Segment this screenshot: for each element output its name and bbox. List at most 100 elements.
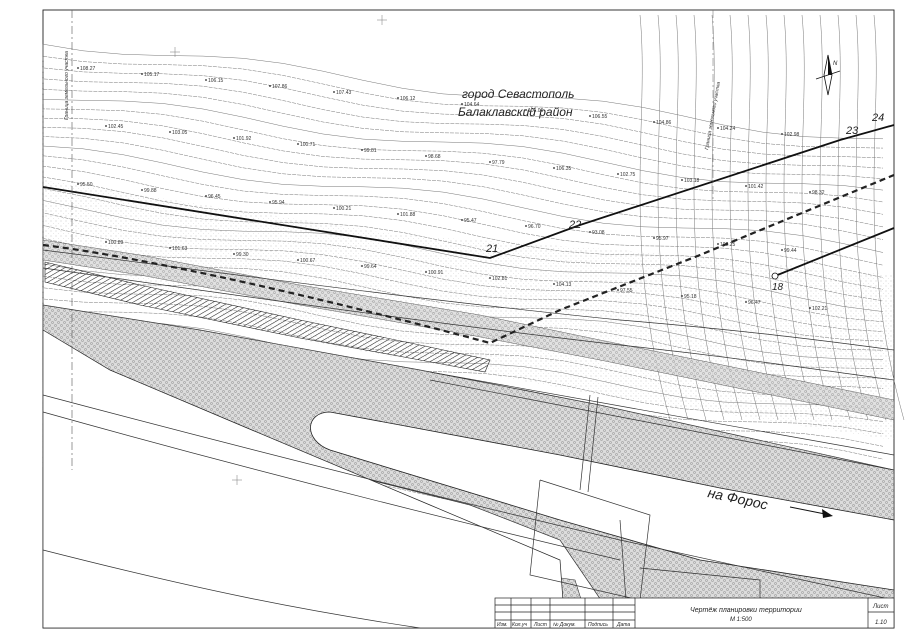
- north-arrow-label: N: [833, 61, 838, 67]
- elevation-label: 100.21: [336, 206, 352, 212]
- title-header-list: Лист: [533, 622, 547, 628]
- elevation-label: 106.55: [592, 114, 608, 120]
- elevation-point: [781, 133, 783, 135]
- contour-line: [42, 89, 884, 180]
- boundary-polyline: [42, 124, 895, 259]
- contour-line: [42, 117, 884, 215]
- road-edges: [42, 249, 895, 629]
- elevation-point: [461, 103, 463, 105]
- title-header-sign: Подпись: [588, 622, 608, 628]
- boundary-point-23: 23: [845, 125, 859, 137]
- drainage-channel: [579, 394, 599, 493]
- drawing-scale: М 1:500: [730, 617, 752, 623]
- side-note-left: Граница земельного участка: [64, 51, 70, 120]
- north-arrow-icon: N: [815, 54, 841, 96]
- title-header-izm: Изм.: [497, 622, 508, 628]
- elevation-point: [425, 271, 427, 273]
- sheet-label: Лист: [872, 604, 888, 610]
- elevation-label: 104.64: [464, 102, 480, 108]
- elevation-label: 96.47: [748, 300, 761, 306]
- elevation-label: 95.97: [656, 236, 669, 242]
- elevation-point: [397, 97, 399, 99]
- elevation-label: 108.27: [80, 66, 96, 72]
- elevation-label: 107.86: [272, 84, 288, 90]
- elevation-marks: 108.27105.17106.15107.86107.43106.12104.…: [77, 66, 828, 312]
- boundary-segment-18: [774, 227, 895, 277]
- boundary-point-24: 24: [871, 112, 884, 124]
- elevation-point: [681, 179, 683, 181]
- contour-line: [42, 56, 884, 149]
- elevation-label: 95.47: [464, 218, 477, 224]
- elevation-point: [105, 241, 107, 243]
- contour-line: [42, 165, 884, 278]
- elevation-point: [617, 289, 619, 291]
- elevation-point: [809, 191, 811, 193]
- elevation-label: 99.30: [236, 252, 249, 258]
- elevation-point: [361, 149, 363, 151]
- elevation-label: 97.79: [492, 160, 505, 166]
- contour-line: [42, 108, 884, 203]
- dashed-boundary-line: [42, 173, 895, 345]
- title-block: [494, 597, 895, 629]
- elevation-point: [397, 213, 399, 215]
- elevation-point: [77, 67, 79, 69]
- title-header-date: Дата: [616, 622, 630, 628]
- elevation-point: [297, 259, 299, 261]
- elevation-label: 100.71: [300, 142, 316, 148]
- elevation-label: 101.63: [172, 246, 188, 252]
- elevation-point: [105, 125, 107, 127]
- elevation-label: 98.32: [812, 190, 825, 196]
- contour-line: [42, 136, 884, 240]
- contour-line: [42, 176, 884, 290]
- elevation-label: 102.98: [784, 132, 800, 138]
- elevation-label: 102.21: [812, 306, 828, 312]
- elevation-label: 105.17: [144, 72, 160, 78]
- elevation-label: 95.18: [684, 294, 697, 300]
- elevation-point: [269, 201, 271, 203]
- elevation-label: 106.15: [208, 78, 224, 84]
- elevation-point: [333, 207, 335, 209]
- elevation-label: 106.12: [400, 96, 416, 102]
- elevation-label: 101.42: [748, 184, 764, 190]
- drawing-title: Чертёж планировки территории: [690, 607, 802, 614]
- elevation-point: [589, 115, 591, 117]
- elevation-label: 97.55: [620, 288, 633, 294]
- sheet-number: 1.10: [875, 620, 887, 626]
- elevation-point: [489, 277, 491, 279]
- city-label: город Севастополь: [462, 87, 574, 101]
- elevation-point: [589, 231, 591, 233]
- elevation-label: 103.18: [684, 178, 700, 184]
- elevation-label: 104.24: [720, 126, 736, 132]
- boundary-point-18-marker: [771, 272, 779, 280]
- title-header-kol: Кол.уч: [512, 622, 527, 628]
- elevation-point: [653, 121, 655, 123]
- elevation-label: 100.89: [108, 240, 124, 246]
- elevation-label: 95.94: [272, 200, 285, 206]
- upper-strip-area: [42, 239, 895, 421]
- contour-line: [42, 99, 884, 191]
- elevation-point: [205, 195, 207, 197]
- elevation-point: [717, 243, 719, 245]
- elevation-point: [809, 307, 811, 309]
- elevation-point: [745, 301, 747, 303]
- district-label: Балаклавский район: [458, 105, 573, 119]
- contour-line: [42, 145, 884, 253]
- elevation-label: 103.05: [172, 130, 188, 136]
- elevation-label: 106.35: [556, 166, 572, 172]
- elevation-point: [525, 225, 527, 227]
- elevation-point: [169, 247, 171, 249]
- elevation-label: 100.25: [720, 242, 736, 248]
- elevation-label: 102.81: [492, 276, 508, 282]
- elevation-label: 104.86: [656, 120, 672, 126]
- elevation-label: 101.88: [400, 212, 416, 218]
- elevation-label: 96.70: [528, 224, 541, 230]
- elevation-point: [617, 173, 619, 175]
- elevation-point: [333, 91, 335, 93]
- elevation-point: [141, 189, 143, 191]
- elevation-label: 100.91: [428, 270, 444, 276]
- elevation-point: [205, 79, 207, 81]
- elevation-label: 101.92: [236, 136, 252, 142]
- elevation-point: [525, 109, 527, 111]
- boundary-point-21: 21: [485, 243, 498, 255]
- elevation-point: [553, 283, 555, 285]
